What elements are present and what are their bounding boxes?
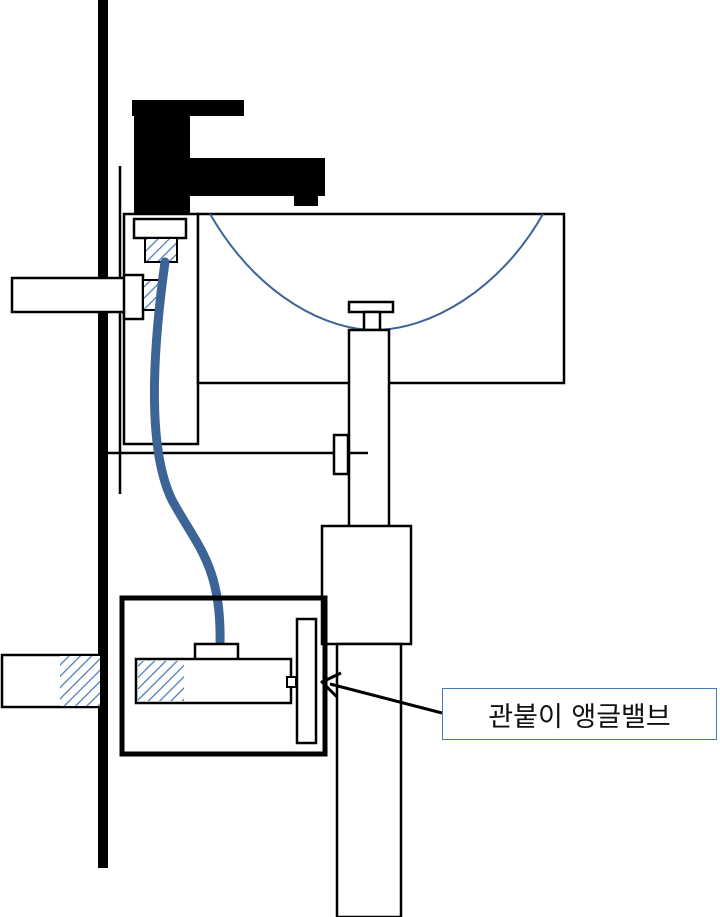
drain-knob (347, 300, 395, 314)
lower-supply-thread (60, 656, 100, 706)
faucet-connector (132, 217, 188, 240)
upper-supply-pipe (10, 276, 128, 314)
tail-pipe (335, 642, 403, 917)
faucet-thread (144, 237, 178, 263)
angle-valve-icon (134, 617, 318, 745)
callout-arrow (320, 671, 443, 715)
callout-label: 관붙이 앵글밸브 (442, 688, 717, 740)
faucet-icon (132, 100, 325, 214)
trap-body (320, 524, 413, 646)
valve-enclosure (119, 595, 328, 757)
popup-clip (332, 433, 350, 476)
drain-knob-stem (362, 310, 382, 332)
upper-supply-flange (122, 273, 145, 321)
supply-hose (150, 257, 225, 650)
wall (98, 0, 108, 868)
drain-column (347, 328, 391, 530)
